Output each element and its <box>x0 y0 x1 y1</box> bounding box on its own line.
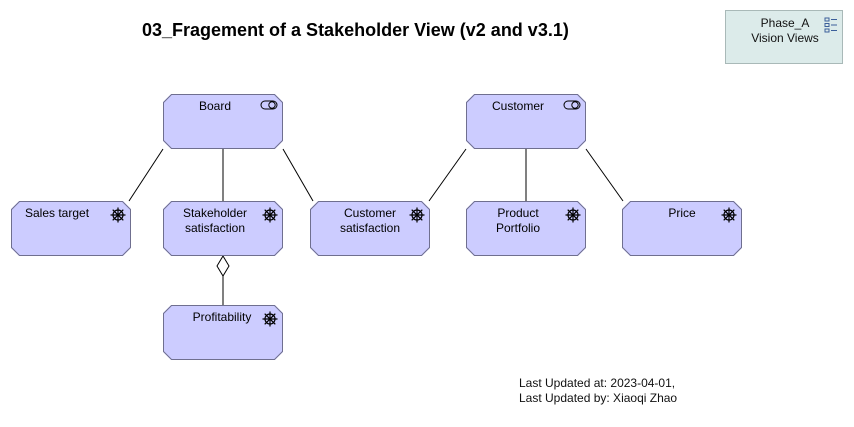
node-sales-target[interactable]: Sales target <box>11 201 131 256</box>
driver-icon <box>409 207 425 223</box>
node-outline <box>466 94 586 149</box>
driver-icon <box>262 207 278 223</box>
node-stakeholder-satisfaction[interactable]: Stakeholder satisfaction <box>163 201 283 256</box>
node-customer-satisfaction-line1: Customer <box>343 206 396 220</box>
phase-label: Phase_A Vision Views <box>744 16 826 46</box>
node-profitability[interactable]: Profitability <box>163 305 283 360</box>
phase-a-view-reference[interactable]: Phase_A Vision Views <box>725 10 843 64</box>
node-product-portfolio-label: Product Portfolio <box>474 206 562 236</box>
node-price-label: Price <box>668 206 696 220</box>
association-board-sales-target[interactable] <box>128 148 164 202</box>
node-board[interactable]: Board <box>163 94 283 149</box>
node-outline <box>310 201 430 256</box>
node-customer[interactable]: Customer <box>466 94 586 149</box>
association-customer-customer-satisfaction[interactable] <box>428 148 467 202</box>
node-outline <box>466 201 586 256</box>
last-updated-at: Last Updated at: 2023-04-01, <box>519 376 676 390</box>
view-icon <box>824 17 837 33</box>
node-customer-satisfaction-line2: satisfaction <box>339 221 401 235</box>
diagram-title: 03_Fragement of a Stakeholder View (v2 a… <box>142 20 569 40</box>
node-outline <box>11 201 131 256</box>
driver-icon <box>721 207 737 223</box>
node-profitability-label: Profitability <box>192 310 252 324</box>
driver-icon <box>565 207 581 223</box>
stakeholder-icon <box>260 100 278 110</box>
node-product-portfolio-line1: Product <box>497 206 539 220</box>
driver-icon <box>110 207 126 223</box>
node-outline <box>163 201 283 256</box>
node-stakeholder-satisfaction-label: Stakeholder satisfaction <box>171 206 259 236</box>
node-board-label: Board <box>198 99 232 113</box>
node-stakeholder-satisfaction-line1: Stakeholder <box>182 206 248 220</box>
node-outline <box>163 94 283 149</box>
stakeholder-icon <box>563 100 581 110</box>
node-outline <box>622 201 742 256</box>
node-stakeholder-satisfaction-line2: satisfaction <box>184 221 246 235</box>
node-price[interactable]: Price <box>622 201 742 256</box>
last-updated-by: Last Updated by: Xiaoqi Zhao <box>519 391 678 405</box>
node-customer-satisfaction[interactable]: Customer satisfaction <box>310 201 430 256</box>
phase-label-line2: Vision Views <box>751 31 819 45</box>
association-board-customer-satisfaction[interactable] <box>282 148 314 202</box>
node-customer-satisfaction-label: Customer satisfaction <box>320 206 420 236</box>
association-customer-price[interactable] <box>585 148 624 202</box>
node-product-portfolio-line2: Portfolio <box>495 221 541 235</box>
node-product-portfolio[interactable]: Product Portfolio <box>466 201 586 256</box>
update-info: Last Updated at: 2023-04-01, Last Update… <box>519 376 677 406</box>
driver-icon <box>262 311 278 327</box>
node-customer-label: Customer <box>491 99 544 113</box>
node-sales-target-label: Sales target <box>25 206 90 220</box>
node-outline <box>163 305 283 360</box>
aggregation-diamond <box>216 255 230 277</box>
phase-label-line1: Phase_A <box>760 16 810 30</box>
